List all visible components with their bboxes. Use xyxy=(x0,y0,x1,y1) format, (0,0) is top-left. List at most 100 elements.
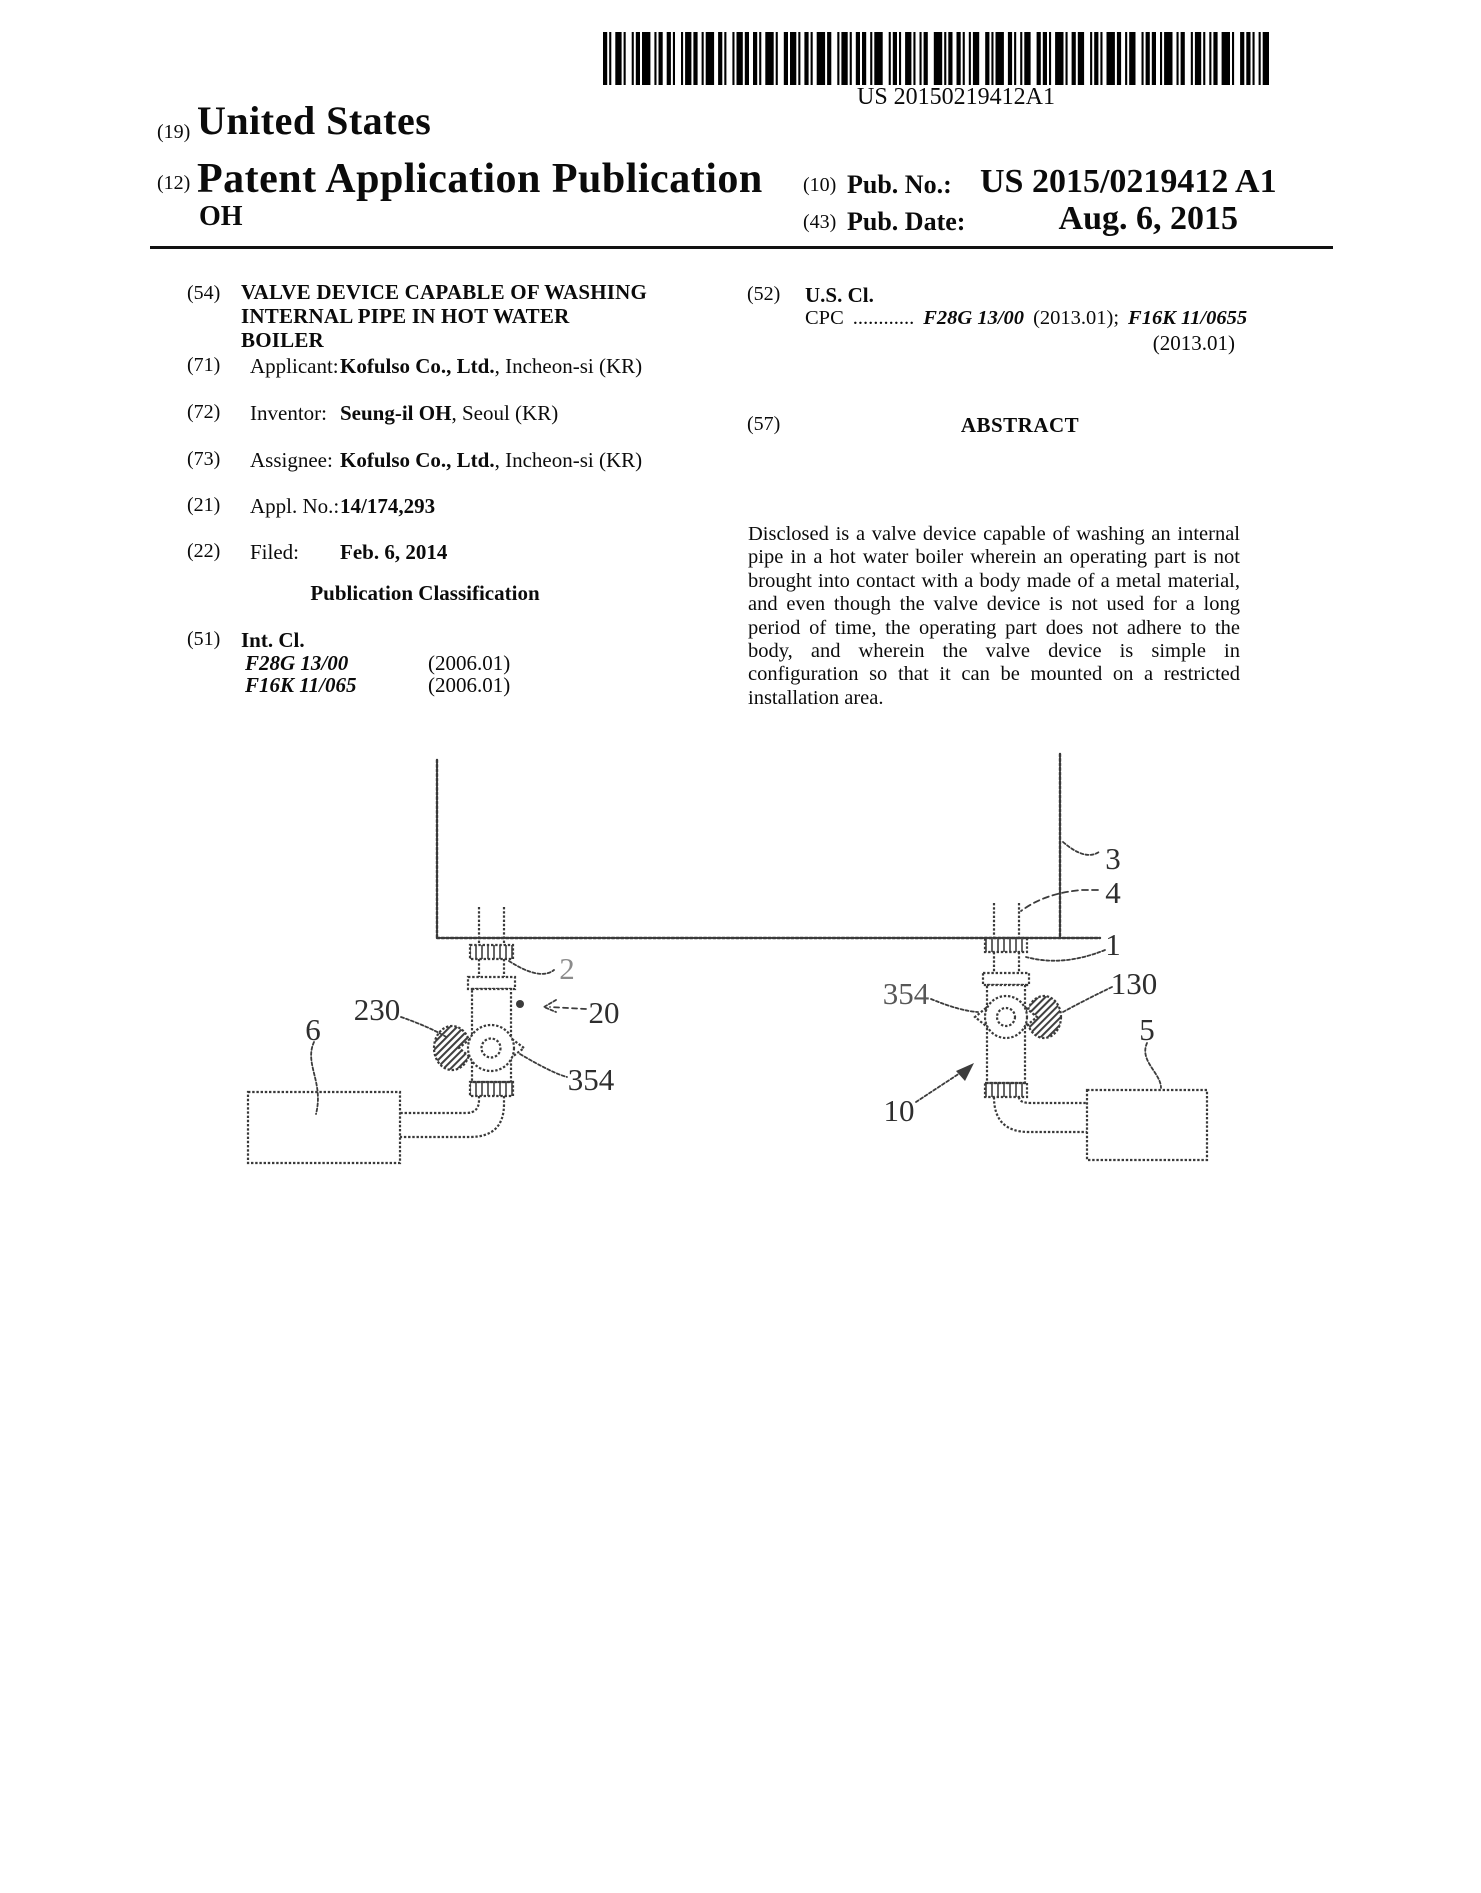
cpc-dots: ............ xyxy=(852,307,915,329)
field-21-label: Appl. No.: xyxy=(250,494,340,518)
pub-no-label: Pub. No.: xyxy=(847,170,952,199)
leader-3 xyxy=(1062,841,1100,856)
cpc-mid: (2013.01); xyxy=(1033,307,1120,329)
assignee-company: Kofulso Co., Ltd. xyxy=(340,448,495,472)
figure-label-2: 2 xyxy=(559,951,575,986)
field-73-label: Assignee: xyxy=(250,448,333,472)
leader-10 xyxy=(915,1072,961,1103)
leader-20 xyxy=(549,1006,587,1010)
code-10: (10) xyxy=(803,174,837,196)
header-divider xyxy=(150,246,1333,249)
figure-reference-numerals: 2 20 230 354 6 3 4 1 354 130 5 10 xyxy=(305,841,1157,1128)
figure-left-valve-assembly xyxy=(246,907,526,1165)
field-72-value: Seung-il OH, Seoul (KR) xyxy=(340,401,558,426)
figure-label-130: 130 xyxy=(1111,966,1158,1001)
filing-date: Feb. 6, 2014 xyxy=(340,540,448,564)
leader-130 xyxy=(1062,986,1113,1013)
barcode-number: US 20150219412A1 xyxy=(856,84,1055,110)
figure-label-4: 4 xyxy=(1105,875,1121,910)
field-71-label: Applicant: xyxy=(250,354,339,378)
field-73-value: Kofulso Co., Ltd., Incheon-si (KR) xyxy=(340,448,642,473)
right-pipe xyxy=(992,952,1021,973)
cpc-line: CPC............F28G 13/00(2013.01);F16K … xyxy=(805,307,1247,330)
field-54-num: (54) xyxy=(187,282,221,304)
inventor-location: , Seoul (KR) xyxy=(451,401,559,425)
int-cl-year: (2006.01) xyxy=(428,651,511,675)
leader-10-arrowhead xyxy=(956,1063,974,1081)
kind-code-12: (12) xyxy=(157,172,191,194)
leader-230 xyxy=(400,1016,449,1039)
figure-label-6: 6 xyxy=(305,1012,321,1047)
field-71-num: (71) xyxy=(187,354,221,376)
field-73-num: (73) xyxy=(187,448,221,470)
leader-354-left xyxy=(519,1053,568,1078)
figure-label-5: 5 xyxy=(1139,1012,1155,1047)
applicant-surname: OH xyxy=(199,201,243,232)
leader-354-right xyxy=(930,998,979,1013)
application-number: 14/174,293 xyxy=(340,494,436,518)
left-elbow-inner xyxy=(400,1096,481,1115)
figure-label-230: 230 xyxy=(354,992,401,1027)
figure-label-10: 10 xyxy=(884,1093,915,1128)
field-72-label: Inventor: xyxy=(250,401,327,425)
applicant-company: Kofulso Co., Ltd. xyxy=(340,354,495,378)
right-upper-nut xyxy=(983,936,1029,954)
screw-dot xyxy=(516,1000,524,1008)
leader-20-arrow xyxy=(541,999,557,1013)
right-valve-collar xyxy=(981,971,1031,987)
abstract-text: Disclosed is a valve device capable of w… xyxy=(748,523,1240,709)
left-valve-wing-left xyxy=(457,1036,472,1060)
applicant-location: , Incheon-si (KR) xyxy=(494,354,643,378)
left-elbow-outer xyxy=(400,1096,506,1139)
field-72-num: (72) xyxy=(187,401,221,423)
figure-leader-lines xyxy=(310,841,1162,1115)
int-cl-year: (2006.01) xyxy=(428,673,511,697)
left-pipe-stub xyxy=(477,907,506,945)
left-valve-collar xyxy=(466,975,517,991)
field-52-num: (52) xyxy=(747,283,781,305)
field-22-num: (22) xyxy=(187,540,221,562)
field-21-num: (21) xyxy=(187,494,221,516)
document-type: Patent Application Publication xyxy=(197,156,763,202)
barcode-text: US 20150219412A1 xyxy=(756,84,1156,111)
figure-label-1: 1 xyxy=(1105,927,1121,962)
leader-1 xyxy=(1025,949,1106,962)
right-lower-nut xyxy=(983,1081,1029,1099)
int-cl-code: F16K 11/065 xyxy=(245,673,357,697)
figure-label-20: 20 xyxy=(589,995,620,1030)
leader-6 xyxy=(310,1041,319,1115)
inventor-name: Seung-il OH xyxy=(340,401,452,425)
field-22-label: Filed: xyxy=(250,540,300,564)
leader-4 xyxy=(1020,889,1099,912)
invention-title: VALVE DEVICE CAPABLE OF WASHING INTERNAL… xyxy=(241,280,648,352)
assignee-location: , Incheon-si (KR) xyxy=(494,448,643,472)
pub-date-value: Aug. 6, 2015 xyxy=(1058,200,1238,237)
field-57-num: (57) xyxy=(747,413,781,435)
left-pipe xyxy=(477,959,506,977)
right-elbow-outer xyxy=(992,1096,1087,1134)
right-unit-box xyxy=(1085,1088,1209,1162)
right-valve-wing-right xyxy=(1024,1005,1039,1029)
right-elbow-inner xyxy=(1017,1096,1087,1105)
left-upper-nut xyxy=(468,943,515,961)
figure-label-354-right: 354 xyxy=(883,976,930,1011)
left-unit-box xyxy=(246,1090,402,1165)
leader-5 xyxy=(1144,1042,1162,1089)
pub-date-label: Pub. Date: xyxy=(847,207,966,236)
int-cl-code: F28G 13/00 xyxy=(245,651,349,675)
code-43: (43) xyxy=(803,211,837,233)
abstract-heading: ABSTRACT xyxy=(960,413,1080,437)
figure-boiler-outline xyxy=(435,752,1102,940)
cpc-line-2: (2013.01) xyxy=(1152,331,1235,355)
kind-code-19: (19) xyxy=(157,121,191,143)
publication-classification-heading: Publication Classification xyxy=(310,581,540,605)
left-valve-knob-center xyxy=(480,1037,502,1059)
cpc-code-1: F28G 13/00 xyxy=(923,307,1025,329)
country-name: United States xyxy=(197,98,432,143)
us-cl-label: U.S. Cl. xyxy=(805,283,874,307)
right-pipe-stub xyxy=(992,903,1021,938)
pub-no-value: US 2015/0219412 A1 xyxy=(980,163,1277,200)
int-cl-label: Int. Cl. xyxy=(241,628,305,652)
cpc-code-2: F16K 11/0655 xyxy=(1128,307,1248,329)
